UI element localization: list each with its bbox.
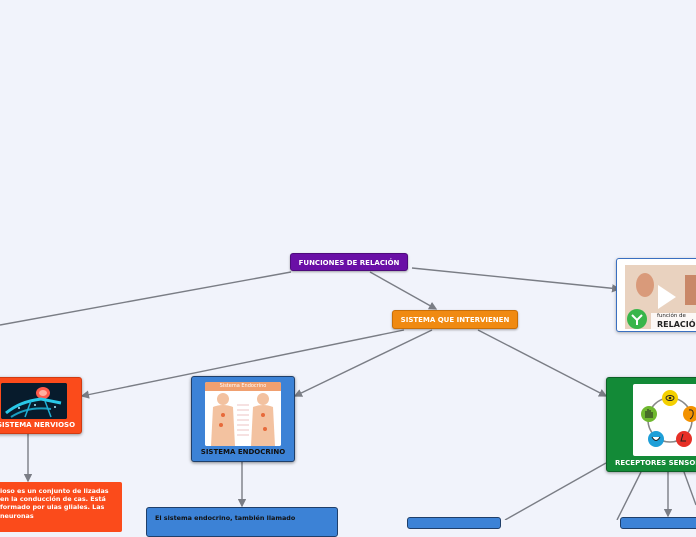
endocrino-description[interactable]: El sistema endocrino, también llamado	[146, 507, 338, 537]
topic-sistema-nervioso[interactable]: SISTEMA NERVIOSO	[0, 377, 82, 434]
nervous-system-image	[1, 383, 67, 419]
video-thumbnail: función de RELACIÓ	[625, 265, 696, 329]
endocrine-image-title: Sistema Endocrino	[205, 382, 281, 391]
video-caption-big: RELACIÓ	[657, 320, 696, 329]
topic-title-label: FUNCIONES DE RELACIÓN	[299, 259, 400, 267]
subtopic-node[interactable]	[620, 517, 696, 529]
connector-receptores-a	[505, 463, 606, 520]
hand-icon	[641, 406, 657, 422]
connector-title-left	[0, 272, 291, 325]
topic-receptores-sensoriales[interactable]: RECEPTORES SENSOR	[606, 377, 696, 472]
nose-icon	[676, 431, 692, 447]
connector-sistemas-receptores	[478, 330, 606, 396]
topic-receptores-label: RECEPTORES SENSOR	[607, 459, 696, 467]
topic-endocrino-label: SISTEMA ENDOCRINO	[192, 448, 294, 456]
ear-icon	[683, 406, 696, 422]
topic-sistemas-label: SISTEMA QUE INTERVIENEN	[401, 316, 510, 324]
play-icon[interactable]	[658, 285, 676, 309]
connector-receptores-b	[617, 472, 641, 520]
nervioso-description[interactable]: ioso es un conjunto de lizadas en la con…	[0, 482, 122, 532]
connector-receptores-d	[684, 472, 696, 505]
video-thumbnail-node[interactable]: función de RELACIÓ	[616, 258, 696, 332]
topic-funciones-de-relacion[interactable]: FUNCIONES DE RELACIÓN	[290, 253, 408, 271]
connector-title-sistemas	[370, 272, 436, 309]
senses-image	[633, 384, 696, 456]
topic-sistema-endocrino[interactable]: Sistema Endocrino SISTEMA ENDOCRINO	[191, 376, 295, 462]
topic-nervioso-label: SISTEMA NERVIOSO	[0, 421, 81, 429]
endocrine-system-image: Sistema Endocrino	[205, 382, 281, 446]
subtopic-node[interactable]	[407, 517, 501, 529]
video-caption-small: función de	[657, 313, 686, 319]
connector-title-video	[412, 268, 619, 289]
connector-sistemas-endocrino	[295, 330, 432, 396]
topic-sistema-que-intervienen[interactable]: SISTEMA QUE INTERVIENEN	[392, 310, 518, 329]
